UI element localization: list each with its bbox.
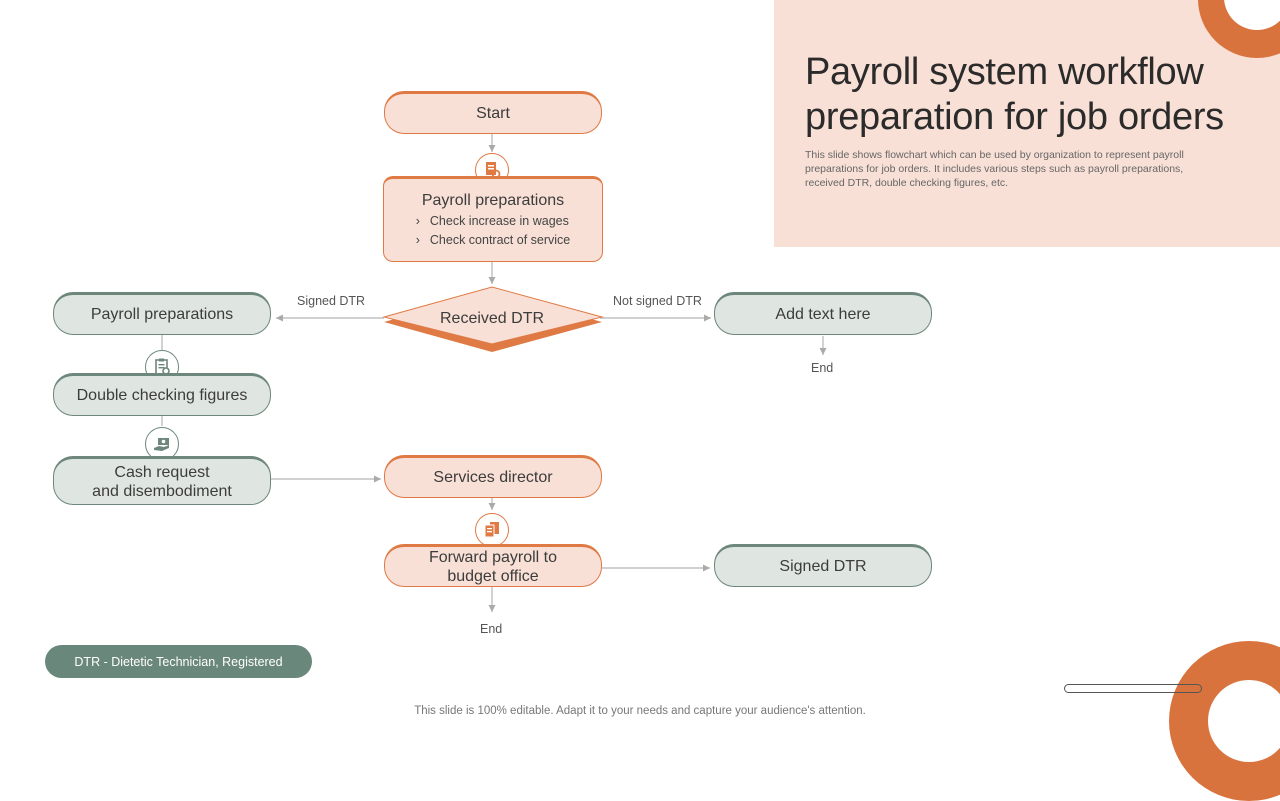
- list-item: ›Check contract of service: [415, 232, 571, 247]
- double-checking-node: Double checking figures: [53, 373, 271, 416]
- forward-payroll-node: Forward payroll to budget office: [384, 544, 602, 587]
- footer-note: This slide is 100% editable. Adapt it to…: [414, 705, 866, 717]
- payroll-preparations-title: Payroll preparations: [421, 191, 565, 209]
- connector-lines: [161, 133, 827, 612]
- payroll-preparations-left-node: Payroll preparations: [53, 292, 271, 335]
- signed-dtr-edge-label: Signed DTR: [297, 294, 366, 308]
- signed-dtr-node: Signed DTR: [714, 544, 932, 587]
- list-item: ›Check increase in wages: [415, 213, 569, 228]
- header-panel: [774, 0, 1280, 247]
- slide-progress-bar: [1064, 684, 1202, 693]
- bottom-right-decoration-hole: [1208, 680, 1280, 762]
- start-node: Start: [384, 91, 602, 134]
- received-dtr-decision: Received DTR: [404, 305, 580, 331]
- end-label-bottom: End: [480, 622, 503, 636]
- payroll-preparations-list: ›Check increase in wages ›Check contract…: [416, 212, 571, 250]
- forward-documents-icon: [475, 513, 509, 547]
- start-label: Start: [476, 105, 510, 122]
- bullet-chevron-icon: ›: [415, 232, 420, 247]
- add-text-node: Add text here: [714, 292, 932, 335]
- page-title: Payroll system workflow preparation for …: [805, 51, 1224, 138]
- services-director-node: Services director: [384, 455, 602, 498]
- page-subtitle: This slide shows flowchart which can be …: [805, 149, 1184, 189]
- bullet-chevron-icon: ›: [415, 213, 420, 228]
- received-dtr-label: Received DTR: [439, 309, 545, 327]
- dtr-legend-badge: DTR - Dietetic Technician, Registered: [45, 645, 312, 678]
- payroll-preparations-box: Payroll preparations ›Check increase in …: [383, 176, 603, 262]
- end-label-right: End: [811, 361, 834, 375]
- cash-request-node: Cash request and disembodiment: [53, 456, 271, 505]
- not-signed-dtr-edge-label: Not signed DTR: [613, 294, 702, 308]
